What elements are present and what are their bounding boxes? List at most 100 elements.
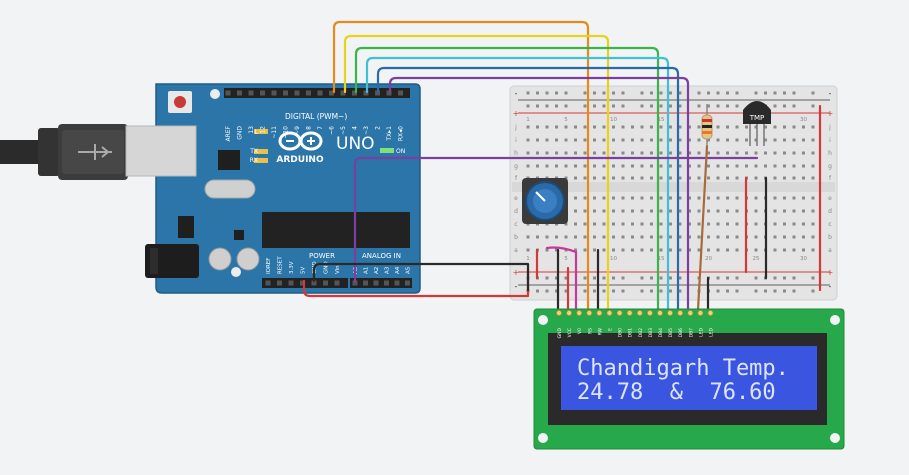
breadboard-hole[interactable] (716, 235, 720, 239)
lcd-pin[interactable] (707, 309, 714, 316)
breadboard-hole[interactable] (688, 196, 691, 200)
breadboard-hole[interactable] (697, 209, 701, 213)
power-pin[interactable] (300, 280, 305, 286)
breadboard-hole[interactable] (716, 209, 720, 213)
breadboard-hole[interactable] (726, 196, 729, 200)
breadboard-hole[interactable] (811, 151, 815, 155)
breadboard-hole[interactable] (707, 138, 710, 142)
breadboard-hole[interactable] (545, 276, 549, 280)
breadboard-hole[interactable] (669, 125, 672, 129)
breadboard-hole[interactable] (526, 248, 530, 252)
breadboard-hole[interactable] (783, 248, 786, 252)
breadboard-hole[interactable] (583, 209, 587, 213)
breadboard-hole[interactable] (583, 248, 587, 252)
breadboard-hole[interactable] (735, 138, 739, 142)
breadboard-hole[interactable] (564, 176, 568, 180)
wire-cyan[interactable] (365, 56, 670, 312)
breadboard-hole[interactable] (640, 196, 644, 200)
breadboard-hole[interactable] (621, 196, 625, 200)
breadboard-hole[interactable] (811, 276, 815, 280)
breadboard-hole[interactable] (583, 196, 587, 200)
breadboard-hole[interactable] (583, 125, 587, 129)
breadboard-hole[interactable] (564, 91, 568, 95)
breadboard-hole[interactable] (593, 222, 596, 226)
breadboard-hole[interactable] (783, 289, 786, 293)
breadboard-hole[interactable] (773, 209, 777, 213)
breadboard-hole[interactable] (593, 125, 596, 129)
breadboard-hole[interactable] (621, 91, 625, 95)
digital-pin[interactable] (283, 90, 288, 96)
lcd-pin[interactable] (667, 309, 674, 316)
breadboard-hole[interactable] (631, 235, 634, 239)
breadboard-hole[interactable] (574, 235, 577, 239)
breadboard-holes[interactable] (526, 91, 815, 293)
breadboard-hole[interactable] (574, 151, 577, 155)
breadboard-hole[interactable] (621, 138, 625, 142)
lcd-pin[interactable] (606, 309, 613, 316)
breadboard-hole[interactable] (640, 91, 644, 95)
breadboard-hole[interactable] (650, 276, 653, 280)
breadboard-hole[interactable] (792, 176, 796, 180)
breadboard-hole[interactable] (735, 276, 739, 280)
breadboard-hole[interactable] (678, 248, 682, 252)
breadboard-hole[interactable] (792, 248, 796, 252)
breadboard-hole[interactable] (583, 289, 587, 293)
breadboard-hole[interactable] (716, 151, 720, 155)
analog-pin[interactable] (363, 280, 368, 286)
digital-pin[interactable] (260, 90, 265, 96)
breadboard-hole[interactable] (612, 138, 615, 142)
breadboard-hole[interactable] (602, 164, 606, 168)
breadboard-hole[interactable] (669, 235, 672, 239)
breadboard-hole[interactable] (555, 91, 558, 95)
breadboard-hole[interactable] (555, 138, 558, 142)
breadboard-hole[interactable] (564, 235, 568, 239)
breadboard-hole[interactable] (621, 222, 625, 226)
digital-pin[interactable] (225, 90, 231, 96)
breadboard-hole[interactable] (773, 222, 777, 226)
breadboard-hole[interactable] (631, 222, 634, 226)
breadboard-hole[interactable] (811, 104, 815, 108)
breadboard-hole[interactable] (631, 196, 634, 200)
breadboard-hole[interactable] (707, 209, 710, 213)
breadboard-hole[interactable] (697, 151, 701, 155)
breadboard-hole[interactable] (716, 125, 720, 129)
breadboard-hole[interactable] (536, 235, 539, 239)
power-pin[interactable] (288, 280, 294, 286)
breadboard-hole[interactable] (650, 248, 653, 252)
breadboard-hole[interactable] (659, 125, 663, 129)
breadboard-hole[interactable] (735, 151, 739, 155)
breadboard-hole[interactable] (716, 138, 720, 142)
breadboard-hole[interactable] (707, 222, 710, 226)
breadboard[interactable]: jjiihhggffeeddccbbaa11551010151520202525… (509, 85, 838, 301)
breadboard-hole[interactable] (688, 176, 691, 180)
breadboard-hole[interactable] (583, 164, 587, 168)
breadboard-hole[interactable] (678, 91, 682, 95)
breadboard-hole[interactable] (726, 138, 729, 142)
breadboard-hole[interactable] (612, 289, 615, 293)
breadboard-hole[interactable] (754, 125, 758, 129)
breadboard-hole[interactable] (602, 151, 606, 155)
breadboard-hole[interactable] (536, 104, 539, 108)
breadboard-hole[interactable] (678, 209, 682, 213)
breadboard-hole[interactable] (697, 196, 701, 200)
breadboard-hole[interactable] (602, 196, 606, 200)
breadboard-hole[interactable] (773, 235, 777, 239)
breadboard-hole[interactable] (678, 151, 682, 155)
breadboard-hole[interactable] (697, 164, 701, 168)
breadboard-hole[interactable] (631, 138, 634, 142)
breadboard-hole[interactable] (612, 125, 615, 129)
wire-black-gnd[interactable] (312, 262, 530, 292)
breadboard-hole[interactable] (802, 176, 805, 180)
wire-red-5v[interactable] (302, 268, 530, 298)
breadboard-hole[interactable] (773, 91, 777, 95)
breadboard-hole[interactable] (707, 248, 710, 252)
breadboard-hole[interactable] (669, 104, 672, 108)
breadboard-hole[interactable] (773, 151, 777, 155)
breadboard-hole[interactable] (783, 235, 786, 239)
breadboard-hole[interactable] (754, 91, 758, 95)
breadboard-hole[interactable] (726, 151, 729, 155)
breadboard-hole[interactable] (735, 222, 739, 226)
breadboard-hole[interactable] (621, 276, 625, 280)
breadboard-hole[interactable] (735, 235, 739, 239)
